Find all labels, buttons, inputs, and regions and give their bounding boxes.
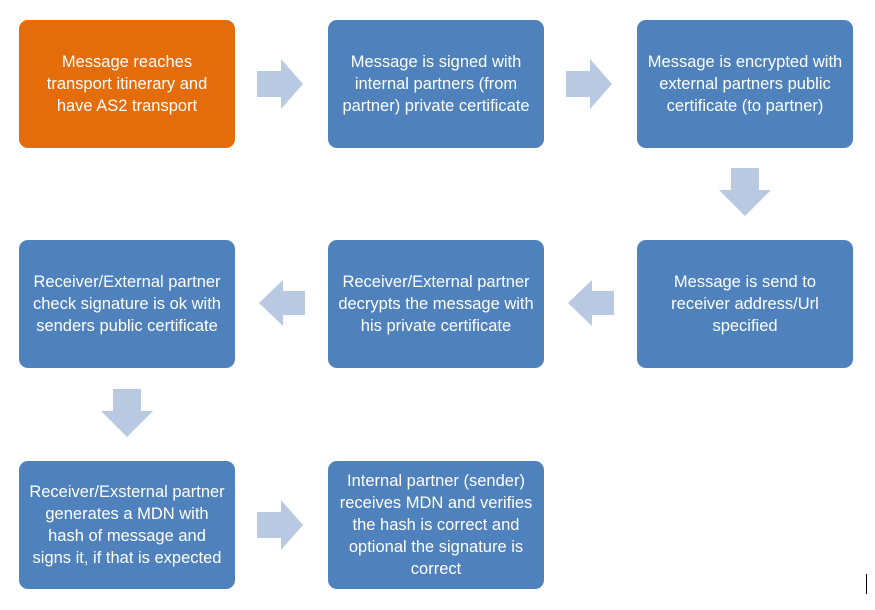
step-8-box: Internal partner (sender) receives MDN a… xyxy=(328,461,544,589)
step-2-box: Message is signed with internal partners… xyxy=(328,20,544,148)
step-3-box: Message is encrypted with external partn… xyxy=(637,20,853,148)
arrow-right-1 xyxy=(257,59,303,109)
arrow-down-1 xyxy=(719,168,771,216)
step-7-text: Receiver/Exsternal partner generates a M… xyxy=(29,483,225,567)
step-4-box: Message is send to receiver address/Url … xyxy=(637,240,853,368)
arrow-down-2 xyxy=(101,389,153,437)
step-5-text: Receiver/External partner decrypts the m… xyxy=(338,273,534,335)
text-cursor xyxy=(866,574,867,594)
step-1-text: Message reaches transport itinerary and … xyxy=(46,53,208,115)
arrow-right-2 xyxy=(566,59,612,109)
step-1-box: Message reaches transport itinerary and … xyxy=(19,20,235,148)
step-8-text: Internal partner (sender) receives MDN a… xyxy=(339,472,533,578)
arrow-left-1 xyxy=(568,280,614,326)
step-6-box: Receiver/External partner check signatur… xyxy=(19,240,235,368)
step-5-box: Receiver/External partner decrypts the m… xyxy=(328,240,544,368)
step-7-box: Receiver/Exsternal partner generates a M… xyxy=(19,461,235,589)
step-4-text: Message is send to receiver address/Url … xyxy=(671,273,819,335)
step-2-text: Message is signed with internal partners… xyxy=(342,53,530,115)
arrow-left-2 xyxy=(259,280,305,326)
step-6-text: Receiver/External partner check signatur… xyxy=(32,273,221,335)
step-3-text: Message is encrypted with external partn… xyxy=(647,53,843,115)
arrow-right-3 xyxy=(257,500,303,550)
